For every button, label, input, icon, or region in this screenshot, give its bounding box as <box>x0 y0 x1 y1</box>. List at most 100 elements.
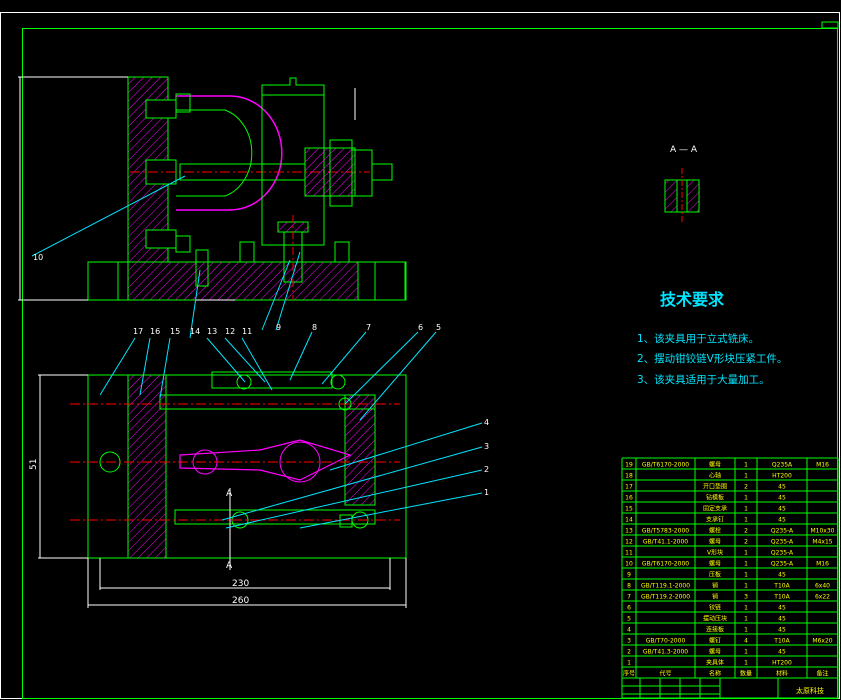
bom-cell-name: 压板 <box>709 571 721 579</box>
bom-cell-qty: 1 <box>744 616 748 623</box>
bom-cell-std: GB/T70-2000 <box>646 638 686 645</box>
callout-number: 15 <box>170 327 180 336</box>
plan-body <box>87 374 407 559</box>
section-label: A — A <box>670 145 698 155</box>
bom-cell-mat: 45 <box>778 627 786 634</box>
bom-cell-no: 15 <box>625 506 633 513</box>
bom-cell-no: 7 <box>627 594 631 601</box>
plan-right-wall <box>344 394 376 506</box>
bom-cell-no: 11 <box>625 550 633 557</box>
bom-cell-name: 心轴 <box>709 472 721 480</box>
bom-cell-qty: 2 <box>744 484 748 491</box>
bom-header-std: 代号 <box>659 670 671 678</box>
callout-number: 7 <box>366 323 371 332</box>
bom-cell-no: 19 <box>625 462 633 469</box>
bom-cell-qty: 1 <box>744 517 748 524</box>
bom-cell-qty: 3 <box>744 594 748 601</box>
bom-cell-std: GB/T6170-2000 <box>642 462 689 469</box>
bom-cell-name: 螺母 <box>709 648 721 656</box>
bom-cell-name: 固定支承 <box>703 505 727 513</box>
leader-14 <box>189 269 201 339</box>
bom-cell-note: M10x30 <box>811 528 835 535</box>
leader-18 <box>261 259 291 331</box>
bom-cell-no: 1 <box>627 660 631 667</box>
callout-number: 16 <box>150 327 160 336</box>
callout-number: 13 <box>207 327 217 336</box>
top-bar <box>211 371 333 389</box>
bom-cell-no: 6 <box>627 605 631 612</box>
bom-cell-no: 17 <box>625 484 633 491</box>
bom-cell-qty: 1 <box>744 660 748 667</box>
bom-cell-std: GB/T41.3-2000 <box>643 649 688 656</box>
clamp-arc-inner <box>176 109 253 197</box>
bom-header-qty: 数量 <box>740 670 752 678</box>
dim-260-label: 260 <box>232 596 249 606</box>
leader-2 <box>225 469 483 529</box>
leader-5 <box>359 331 437 421</box>
hinge-pin <box>338 397 352 411</box>
leader-12 <box>224 337 266 383</box>
bom-cell-qty: 1 <box>744 506 748 513</box>
bom-cell-name: 螺母 <box>709 461 721 469</box>
leader-7 <box>321 331 367 385</box>
leader-15 <box>159 337 171 399</box>
bom-cell-qty: 1 <box>744 583 748 590</box>
callout-number: 14 <box>190 327 200 336</box>
section-view-aa <box>664 168 700 224</box>
bom-cell-mat: Q235-A <box>771 561 794 568</box>
bom-cell-qty: 1 <box>744 572 748 579</box>
callout-number: 5 <box>436 323 441 332</box>
leader-16 <box>139 337 151 396</box>
leader-1 <box>299 492 483 529</box>
lower-rod <box>174 509 376 525</box>
title-block <box>621 677 839 699</box>
bom-cell-mat: Q235-A <box>771 539 794 546</box>
leader-9 <box>275 251 301 331</box>
arc-top-block <box>175 93 191 113</box>
callout-number: 4 <box>484 418 489 427</box>
bom-cell-mat: 45 <box>778 484 786 491</box>
bom-cell-qty: 1 <box>744 649 748 656</box>
workpiece-link <box>179 439 352 481</box>
bom-header-note: 备注 <box>816 670 828 678</box>
bom-cell-no: 5 <box>627 616 631 623</box>
front-view <box>18 76 407 301</box>
bom-cell-std: GB/T119.1-2000 <box>641 583 690 590</box>
leader-8 <box>289 331 313 381</box>
bom-cell-mat: HT200 <box>772 660 792 667</box>
callout-number: 17 <box>133 327 143 336</box>
bom-cell-mat: 45 <box>778 572 786 579</box>
leader-4 <box>329 422 483 471</box>
plan-view <box>38 251 483 608</box>
locating-pin <box>195 249 209 287</box>
bom-cell-no: 14 <box>625 517 633 524</box>
bom-cell-mat: HT200 <box>772 473 792 480</box>
callout-number: 12 <box>225 327 235 336</box>
bom-cell-name: 开口垫圈 <box>703 483 727 491</box>
bom-cell-mat: 45 <box>778 605 786 612</box>
bom-cell-name: 夹具体 <box>706 659 724 667</box>
bom-cell-qty: 1 <box>744 605 748 612</box>
top-bolt-1 <box>236 374 252 390</box>
bom-cell-note: 6x40 <box>815 583 830 590</box>
bom-cell-std: GB/T6170-2000 <box>642 561 689 568</box>
lower-square <box>339 514 353 528</box>
bolt-right <box>334 241 350 263</box>
section-mark-bottom: A <box>226 561 233 571</box>
bom-cell-no: 2 <box>627 649 631 656</box>
bom-cell-qty: 2 <box>744 528 748 535</box>
bom-cell-name: 销 <box>712 582 718 590</box>
bom-cell-no: 16 <box>625 495 633 502</box>
bom-cell-note: M6x20 <box>812 638 832 645</box>
bom-cell-std: GB/T41.1-2000 <box>643 539 688 546</box>
leader-10 <box>31 175 186 257</box>
bom-cell-qty: 4 <box>744 638 748 645</box>
tech-requirement-1: 1、该夹具用于立式铣床。 <box>637 333 760 345</box>
tech-requirement-2: 2、摆动钳铰链V形块压紧工件。 <box>637 353 788 365</box>
bom-cell-mat: 45 <box>778 649 786 656</box>
bom-cell-note: M16 <box>816 462 829 469</box>
callout-number: 11 <box>242 327 252 336</box>
